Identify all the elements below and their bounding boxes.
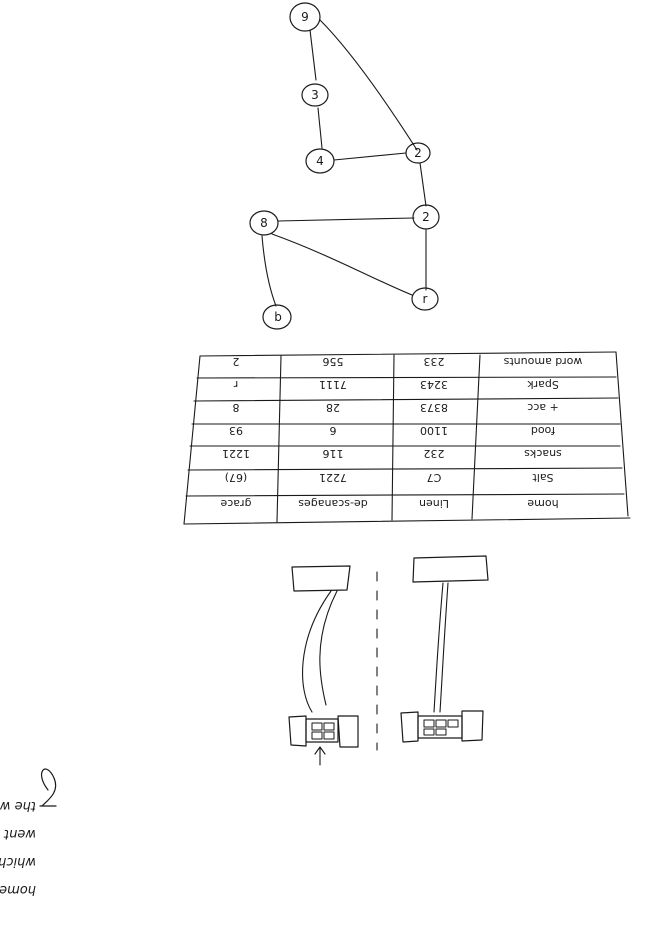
table-cell: C7 <box>427 471 442 484</box>
table-cell: 6 <box>330 424 337 437</box>
table-cell: 93 <box>229 424 243 437</box>
table-cell: 8373 <box>420 401 448 414</box>
table-cell: Linen <box>419 497 449 510</box>
edge-9-2top <box>320 20 417 150</box>
table-cell: 7221 <box>319 471 347 484</box>
edge-3-4 <box>318 108 322 148</box>
note-line: home a party period, it's really the man… <box>0 882 36 897</box>
node-label: 4 <box>316 154 324 168</box>
table-cell: home <box>527 497 558 510</box>
table-cell: Spark <box>527 378 559 391</box>
table-cell: + acc <box>527 401 559 414</box>
node-label: 2 <box>422 210 430 224</box>
left-base-pad-a <box>289 716 306 746</box>
table-cell: word amounts <box>503 355 582 368</box>
table-cell: Salt <box>532 471 554 484</box>
note-line: went after what we have, first second op… <box>0 826 36 841</box>
graph-diagram: 9 3 4 2 8 2 r b <box>250 3 439 329</box>
handwritten-notes: home a party period, it's really the man… <box>0 769 56 897</box>
graph-node: 2 <box>406 143 430 163</box>
arrow-up-icon <box>315 747 325 765</box>
left-rod <box>303 591 331 712</box>
graph-node: 2 <box>413 205 439 229</box>
note-mark-icon <box>40 769 56 806</box>
left-base-cells <box>312 723 334 739</box>
edge-9-3 <box>310 30 316 80</box>
edge-4-2top <box>334 153 406 160</box>
node-label: b <box>274 310 282 324</box>
table-cell: 3243 <box>420 378 448 391</box>
right-top-block <box>413 556 488 582</box>
table-cell: 1221 <box>222 447 250 460</box>
table-cell: 8 <box>233 401 240 414</box>
note-line: the wonder. Not hold the capital with a … <box>0 798 36 813</box>
edge-8-b <box>262 236 276 306</box>
right-base-pad-a <box>401 712 418 742</box>
node-label: r <box>423 292 428 306</box>
data-table: word amounts 233 556 2Spark 3243 7111 r + acc 83… <box>184 352 630 524</box>
left-base-pad-b <box>338 716 358 747</box>
left-rod-inner <box>320 591 337 705</box>
mechanism-sketch <box>289 556 488 765</box>
right-base-pad-b <box>462 711 483 741</box>
table-cell: 2 <box>233 355 240 368</box>
graph-node: 8 <box>250 211 278 235</box>
note-line: which is and all reliable, somewhere it'… <box>0 854 36 869</box>
table-cell: snacks <box>524 447 562 460</box>
table-cell: 232 <box>424 447 445 460</box>
graph-node: 9 <box>290 3 320 31</box>
table-cell: food <box>531 424 555 437</box>
table-cell: grace <box>220 497 251 510</box>
node-label: 3 <box>311 88 319 102</box>
graph-node: b <box>263 305 291 329</box>
table-cell: 556 <box>323 355 344 368</box>
graph-node: 3 <box>302 84 328 106</box>
table-cell: 1100 <box>420 424 448 437</box>
graph-edges <box>262 20 426 306</box>
node-label: 9 <box>301 10 309 24</box>
table-cell: 7111 <box>319 378 347 391</box>
edge-8-2mid <box>278 218 414 221</box>
graph-node: 4 <box>306 149 334 173</box>
table-cell: 116 <box>323 447 344 460</box>
left-top-block <box>292 566 350 591</box>
edge-8-r <box>272 234 412 295</box>
node-label: 2 <box>414 146 422 160</box>
graph-node: r <box>412 288 438 310</box>
edge-2top-2mid <box>420 163 426 206</box>
table-cell: de-scanages <box>298 497 368 510</box>
table-cell: 28 <box>326 401 340 414</box>
table-cell: (67) <box>225 471 248 484</box>
table-cell: r <box>233 378 238 391</box>
right-base-cells <box>424 720 458 735</box>
node-label: 8 <box>260 216 268 230</box>
table-cell: 233 <box>424 355 445 368</box>
